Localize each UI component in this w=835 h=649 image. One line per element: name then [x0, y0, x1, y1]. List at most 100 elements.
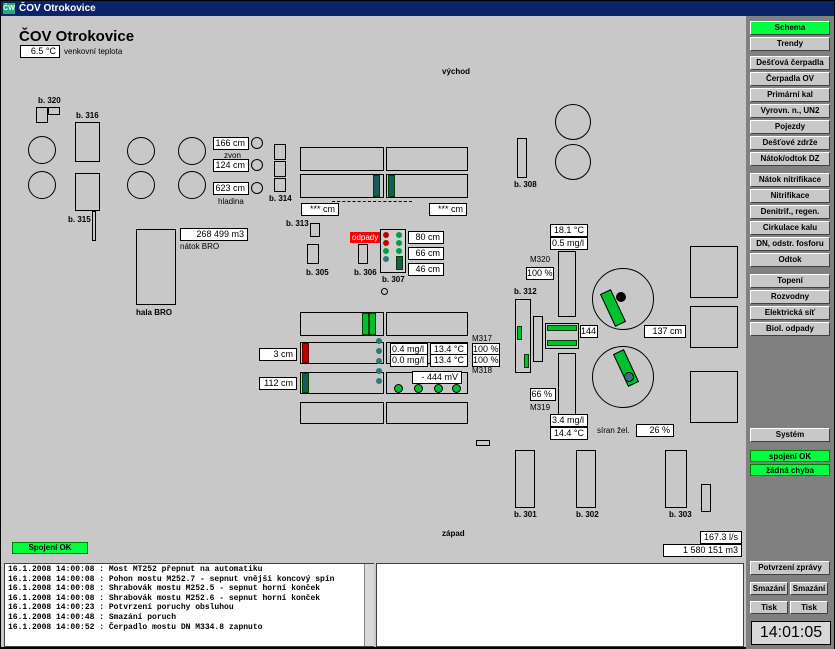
- gate-m317-alarm[interactable]: [302, 343, 309, 363]
- tank-mid-1[interactable]: [127, 137, 155, 165]
- log-line: 16.1.2008 14:00:52 : Čerpadlo mostu DN M…: [8, 622, 263, 632]
- right-level: 137 cm: [644, 325, 686, 338]
- nav-odtok[interactable]: Odtok: [750, 253, 830, 267]
- basin-nit-4-right[interactable]: [386, 402, 468, 424]
- object-b301[interactable]: [515, 450, 535, 508]
- hall-bro[interactable]: [136, 229, 176, 305]
- basin-m317[interactable]: [300, 342, 384, 364]
- gate-nit-1a[interactable]: [362, 313, 369, 335]
- system-button[interactable]: Systém: [750, 428, 830, 442]
- nav-cirkulace[interactable]: Cirkulace kalu: [750, 221, 830, 235]
- nav-trendy[interactable]: Trendy: [750, 37, 830, 51]
- siran-pct: 26 %: [636, 424, 674, 437]
- nav-cerpadla-ov[interactable]: Čerpadla OV: [750, 72, 830, 86]
- zvon-label: zvon: [224, 151, 241, 160]
- message-panel[interactable]: [376, 563, 744, 647]
- nav-destova-cerpadla[interactable]: Dešťová čerpadla: [750, 56, 830, 70]
- gate-b307[interactable]: [396, 256, 403, 270]
- basin-nit-1-right[interactable]: [386, 312, 468, 336]
- pump-3: [376, 358, 382, 364]
- odpady-alarm[interactable]: odpady: [350, 232, 381, 243]
- channel-upper[interactable]: [558, 251, 576, 317]
- gate-nit-1b[interactable]: [369, 313, 376, 335]
- filter-2[interactable]: [690, 306, 738, 348]
- gate-m318[interactable]: [302, 373, 309, 393]
- inflow-volume-value: 268 499 m3: [180, 228, 248, 241]
- print-button-1[interactable]: Tisk: [750, 601, 788, 614]
- tank-left-2[interactable]: [28, 171, 56, 199]
- label-b315: b. 315: [68, 215, 91, 224]
- nav-nitrifikace[interactable]: Nitrifikace: [750, 189, 830, 203]
- object-b314-top[interactable]: [274, 144, 286, 160]
- nav-pojezdy[interactable]: Pojezdy: [750, 120, 830, 134]
- object-b314-bot[interactable]: [274, 178, 286, 192]
- channel-lower[interactable]: [558, 353, 576, 419]
- outdoor-temp-value: 6.5 °C: [20, 45, 60, 58]
- outdoor-temp-label: venkovní teplota: [64, 47, 123, 56]
- nav-destove-zdrze[interactable]: Dešťové zdrže: [750, 136, 830, 150]
- basin-m318[interactable]: [300, 372, 384, 394]
- object-b306[interactable]: [358, 244, 368, 264]
- label-m318: M318: [472, 366, 493, 375]
- object-b316[interactable]: [75, 122, 100, 162]
- nav-natok-nitrifikace[interactable]: Nátok nitrifikace: [750, 173, 830, 187]
- nav-schema[interactable]: Schema: [750, 21, 830, 35]
- object-b315[interactable]: [75, 173, 100, 211]
- b312-gate-1[interactable]: [517, 326, 522, 340]
- event-log[interactable]: 16.1.2008 14:00:08 : Most MT252 přepnut …: [4, 563, 374, 647]
- nav-primarni-kal[interactable]: Primární kal: [750, 88, 830, 102]
- pump-2: [376, 348, 382, 354]
- basin-second-left[interactable]: [300, 174, 384, 198]
- basin-nit-4-left[interactable]: [300, 402, 384, 424]
- object-b313[interactable]: [310, 223, 320, 237]
- object-b305[interactable]: [307, 244, 319, 264]
- object-b320[interactable]: [36, 107, 48, 123]
- nav-denitrif[interactable]: Denitrif., regen.: [750, 205, 830, 219]
- delete-button-1[interactable]: Smazání: [750, 582, 788, 595]
- log-scrollbar[interactable]: [364, 564, 374, 646]
- object-b314-mid[interactable]: [274, 161, 286, 177]
- filter-3[interactable]: [690, 371, 738, 423]
- object-b303[interactable]: [665, 450, 687, 508]
- log-line: 16.1.2008 14:00:08 : Shrabovák mostu M25…: [8, 584, 321, 594]
- log-line: 16.1.2008 14:00:08 : Pohon mostu M252.7 …: [8, 574, 335, 584]
- basin-top-right[interactable]: [386, 147, 468, 171]
- confirm-message-button[interactable]: Potvrzení zprávy: [750, 561, 830, 575]
- gate-2[interactable]: [388, 175, 395, 197]
- distribution-gate-top[interactable]: [547, 325, 577, 331]
- basin-top-left[interactable]: [300, 147, 384, 171]
- level-3cm: 3 cm: [259, 348, 297, 361]
- b312-gate-2[interactable]: [524, 354, 529, 368]
- nav-dn-fosfor[interactable]: DN, odstr. fosforu: [750, 237, 830, 251]
- filter-1[interactable]: [690, 246, 738, 298]
- tank-left-1[interactable]: [28, 136, 56, 164]
- object-b302[interactable]: [576, 450, 596, 508]
- indicator-red-1: [383, 232, 389, 238]
- tank-mid-4[interactable]: [178, 171, 206, 199]
- aerator-4[interactable]: [452, 384, 461, 393]
- pct-top: 100 %: [526, 267, 554, 280]
- object-b308[interactable]: [517, 138, 527, 178]
- nav-vyrovn[interactable]: Vyrovn. n., UN2: [750, 104, 830, 118]
- tank-mid-3[interactable]: [178, 137, 206, 165]
- aerator-2[interactable]: [414, 384, 423, 393]
- nav-biol-odpady[interactable]: Biol. odpady: [750, 322, 830, 336]
- tank-east-2[interactable]: [555, 144, 591, 180]
- aerator-1[interactable]: [394, 384, 403, 393]
- distribution-column[interactable]: [533, 316, 543, 362]
- delete-button-2[interactable]: Smazání: [790, 582, 828, 595]
- nav-natok-odtok-dz[interactable]: Nátok/odtok DZ: [750, 152, 830, 166]
- tank-mid-2[interactable]: [127, 171, 155, 199]
- basin-second-right[interactable]: [386, 174, 468, 198]
- print-button-2[interactable]: Tisk: [790, 601, 828, 614]
- gate-1[interactable]: [373, 175, 380, 197]
- nav-elektricka-sit[interactable]: Elektrická síť: [750, 306, 830, 320]
- title-bar: ČW ČOV Otrokovice: [1, 1, 834, 16]
- nav-topeni[interactable]: Topení: [750, 274, 830, 288]
- aerator-3[interactable]: [434, 384, 443, 393]
- navigation-panel: Schema Trendy Dešťová čerpadla Čerpadla …: [746, 16, 834, 649]
- distribution-gate-bottom[interactable]: [547, 340, 577, 346]
- tank-east-1[interactable]: [555, 104, 591, 140]
- indicator-green-2: [396, 240, 402, 246]
- nav-rozvodny[interactable]: Rozvodny: [750, 290, 830, 304]
